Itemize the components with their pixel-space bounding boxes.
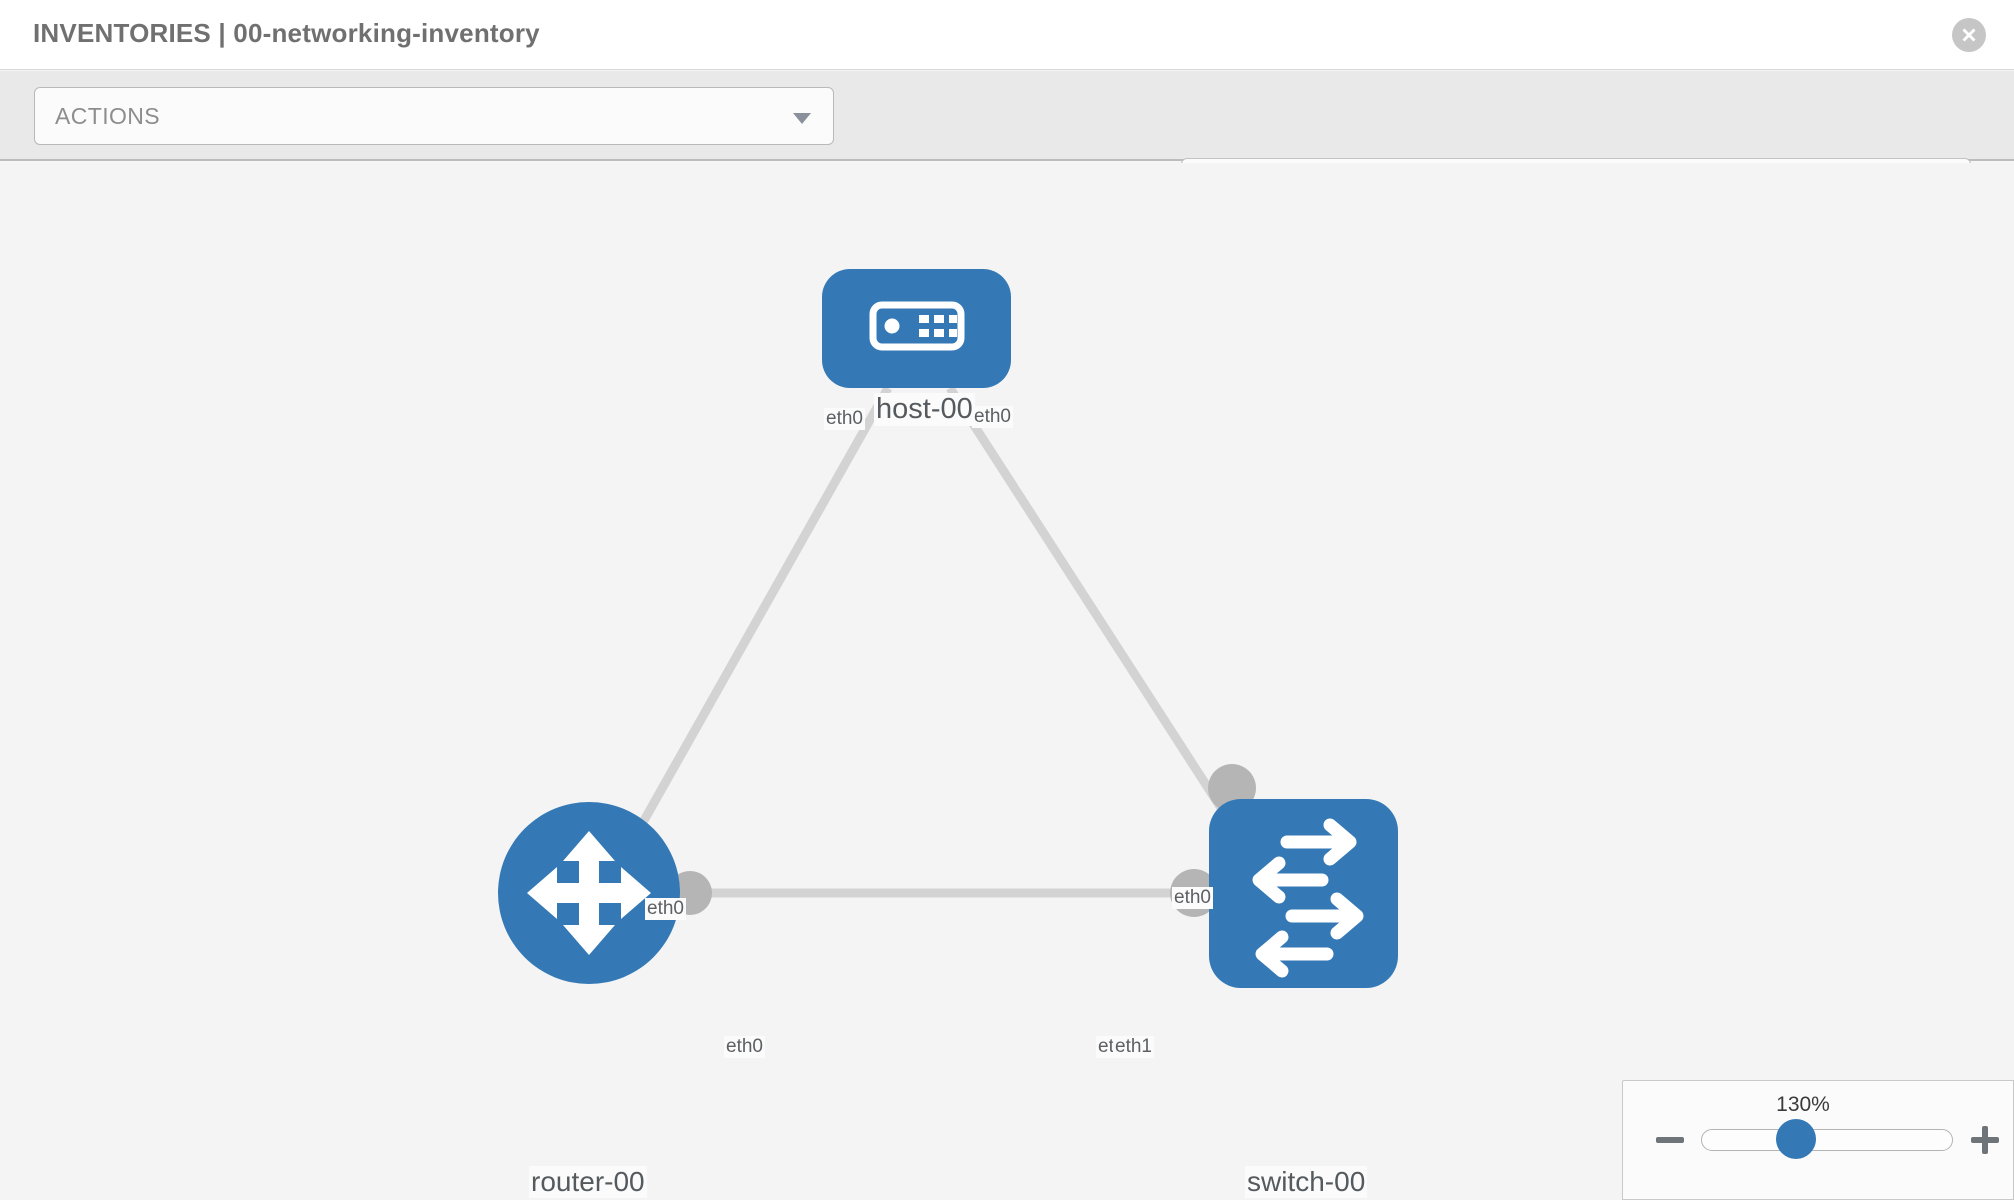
- zoom-out-button[interactable]: [1653, 1123, 1687, 1157]
- zoom-control: 130%: [1622, 1080, 2014, 1200]
- zoom-in-button[interactable]: [1968, 1123, 2002, 1157]
- chevron-down-icon: [793, 113, 811, 124]
- iface-label-router-to-switch: eth0: [724, 1036, 765, 1058]
- zoom-slider-thumb[interactable]: [1776, 1119, 1816, 1159]
- toolbar: ACTIONS SEARCH: [0, 71, 2014, 216]
- zoom-slider-track[interactable]: [1701, 1129, 1953, 1151]
- node-switch-00[interactable]: [1209, 799, 1398, 988]
- zoom-percent-label: 130%: [1776, 1093, 1830, 1116]
- link-host-switch: [946, 385, 1236, 828]
- close-icon[interactable]: [1952, 18, 1986, 52]
- node-router-00[interactable]: [498, 802, 680, 984]
- iface-label-router-to-host: eth0: [645, 898, 686, 920]
- topology-canvas[interactable]: host-00 router-00 switch-00 eth0 eth0 et…: [0, 163, 2014, 1200]
- iface-label-switch-to-router: eth1: [1113, 1036, 1154, 1058]
- router-arrows-icon: [527, 831, 651, 955]
- actions-dropdown-label: ACTIONS: [55, 103, 161, 129]
- server-icon: [869, 301, 965, 351]
- page-header: INVENTORIES | 00-networking-inventory: [0, 0, 2014, 70]
- node-label-host-00: host-00: [874, 393, 975, 426]
- link-host-router: [616, 385, 892, 866]
- node-label-switch-00: switch-00: [1245, 1166, 1368, 1198]
- node-label-router-00: router-00: [529, 1166, 647, 1198]
- switch-arrows-icon: [1252, 818, 1364, 978]
- page-title: INVENTORIES | 00-networking-inventory: [33, 18, 540, 48]
- actions-dropdown[interactable]: ACTIONS: [34, 87, 834, 145]
- topology-graph: [498, 269, 1398, 988]
- iface-label-switch-to-host: eth0: [1172, 887, 1213, 909]
- iface-label-host-to-switch: eth0: [972, 406, 1013, 428]
- node-host-00[interactable]: [822, 269, 1011, 388]
- iface-label-host-to-router: eth0: [824, 408, 865, 430]
